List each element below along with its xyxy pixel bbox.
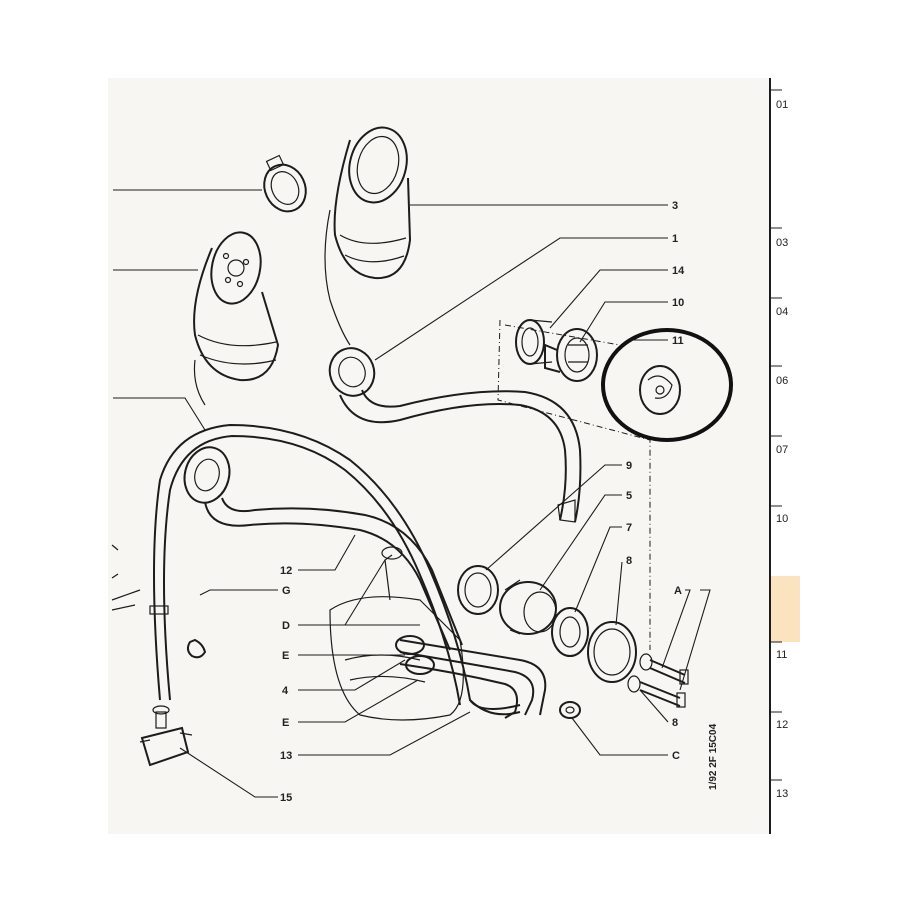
- callout-3: 3: [672, 200, 678, 212]
- sender-unit-part-15: [139, 705, 193, 767]
- highlighted-reference-cell: [771, 576, 800, 642]
- flange-gasket-stack: [457, 565, 637, 683]
- callout-12: 12: [280, 565, 292, 577]
- vent-hose: [149, 423, 521, 710]
- ref-06: 06: [776, 375, 788, 387]
- callout-c: C: [672, 750, 680, 762]
- callout-11: 11: [672, 335, 684, 347]
- ref-04: 04: [776, 306, 788, 318]
- ref-03: 03: [776, 237, 788, 249]
- callout-4: 4: [282, 685, 289, 697]
- ref-11: 11: [776, 649, 787, 661]
- pipe-bundle-part-13: [399, 639, 547, 719]
- ref-01: 01: [776, 99, 788, 111]
- callout-9: 9: [626, 460, 632, 472]
- callout-labels: 3 1 14 10 11 9 5 7 8 A 8 C 12 G D E 4 E …: [280, 200, 685, 804]
- callout-1: 1: [672, 233, 678, 245]
- callout-10: 10: [672, 297, 684, 309]
- ref-10: 10: [776, 513, 788, 525]
- filler-neck-part-2: [193, 231, 280, 406]
- filler-neck-part-3: [324, 126, 412, 346]
- breather-pipe-part-1: [328, 347, 582, 523]
- fasteners: [559, 653, 689, 719]
- filler-cap-assembly: [515, 319, 681, 415]
- callout-8-lower: 8: [672, 717, 678, 729]
- callout-d: D: [282, 620, 290, 632]
- callout-14: 14: [672, 265, 685, 277]
- callout-15: 15: [280, 792, 292, 804]
- callout-e-upper: E: [282, 650, 289, 662]
- drawing-code: 1/92 2F 15C04: [708, 723, 719, 790]
- reference-column: 01 03 04 06 07 10 11 12 13: [769, 78, 800, 834]
- callout-5: 5: [626, 490, 632, 502]
- hose-clamp-part: [263, 154, 307, 213]
- callout-a: A: [674, 585, 682, 597]
- ref-12: 12: [776, 719, 788, 731]
- clip-part-g: [186, 638, 207, 659]
- diagram-paper: [108, 78, 770, 834]
- leader-lines: [113, 189, 711, 798]
- callout-8-upper: 8: [626, 555, 632, 567]
- callout-7: 7: [626, 522, 632, 534]
- callout-13: 13: [280, 750, 292, 762]
- callout-g: G: [282, 585, 291, 597]
- ref-07: 07: [776, 444, 788, 456]
- ref-13: 13: [776, 788, 788, 800]
- fuel-pipe-part-12: [183, 446, 463, 651]
- callout-e-lower: E: [282, 717, 289, 729]
- highlight-circle-part-11: [601, 328, 733, 442]
